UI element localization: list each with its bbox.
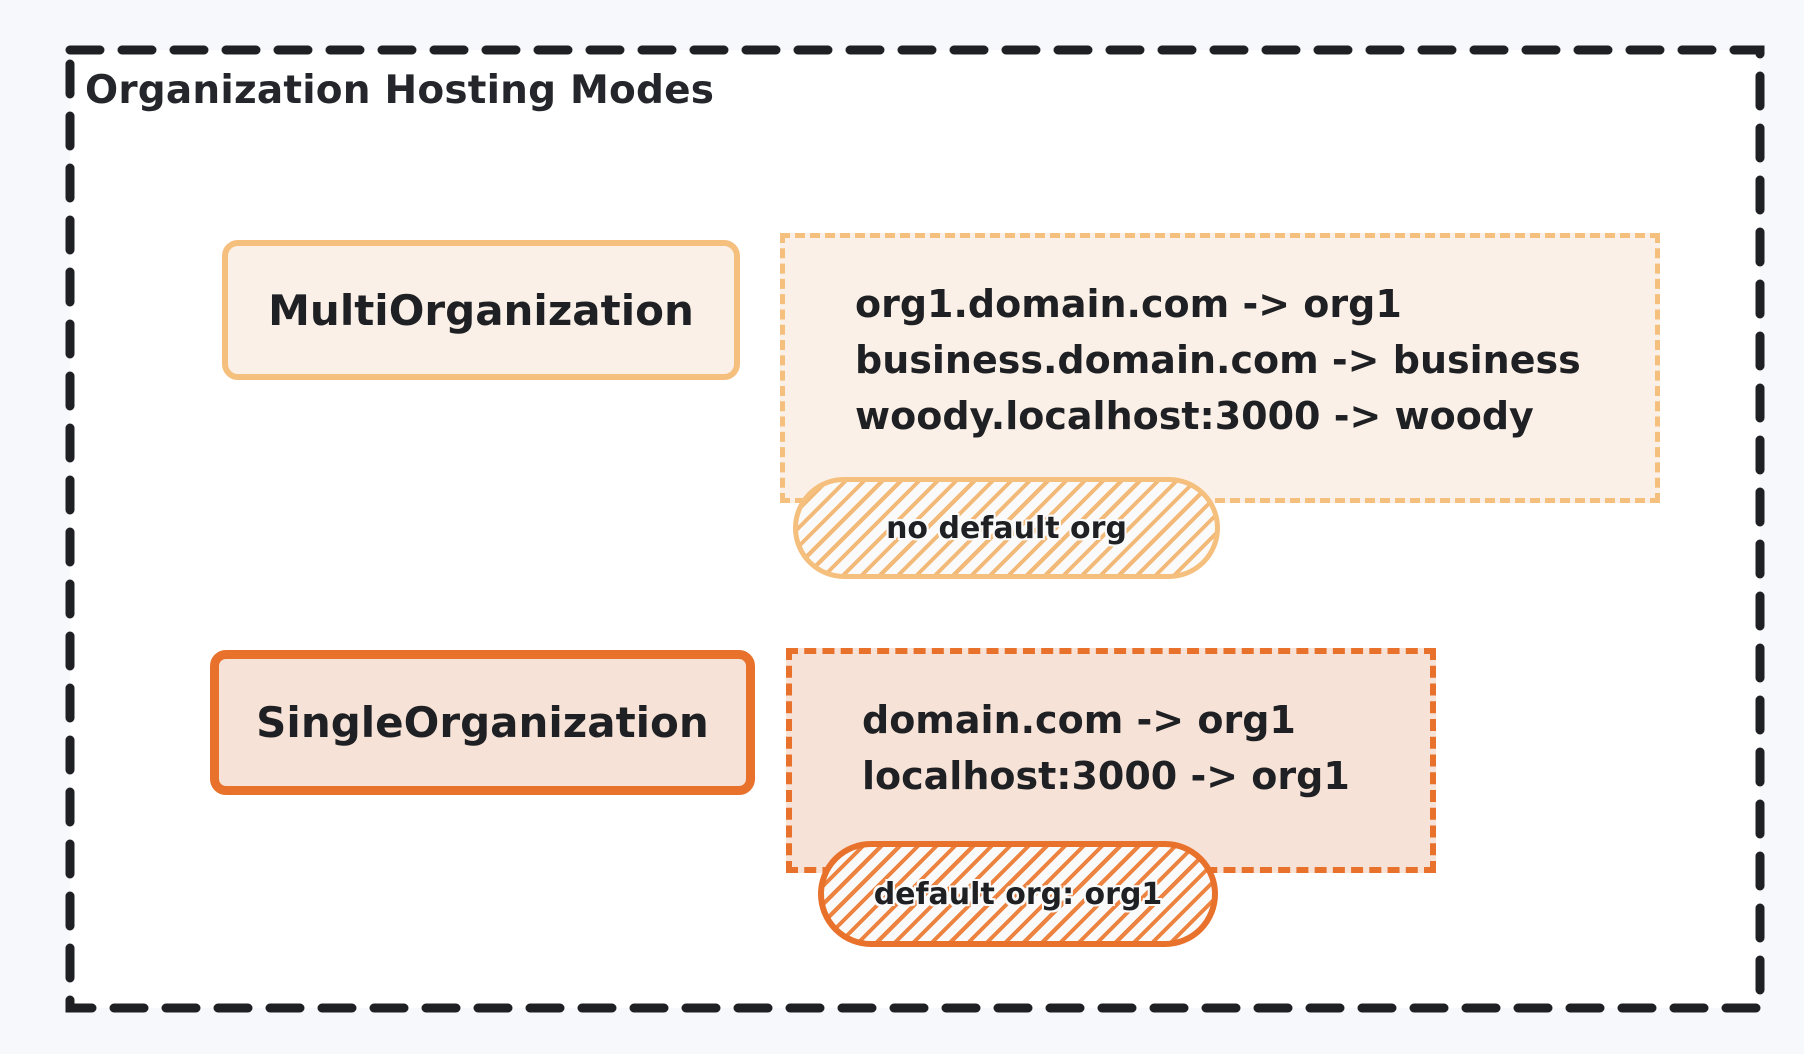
mode-box-single-organization[interactable]: SingleOrganization — [210, 650, 755, 795]
mapping-line: domain.com -> org1 — [862, 698, 1296, 742]
mapping-line: business.domain.com -> business — [855, 338, 1581, 383]
badge-no-default-org: no default org — [793, 477, 1220, 579]
mode-label-multi-organization: MultiOrganization — [268, 285, 694, 335]
mapping-panel-single-organization: domain.com -> org1 localhost:3000 -> org… — [786, 648, 1436, 873]
page-title: Organization Hosting Modes — [85, 68, 715, 113]
mode-label-single-organization: SingleOrganization — [256, 698, 709, 747]
mapping-line: org1.domain.com -> org1 — [855, 282, 1402, 326]
mapping-panel-multi-organization: org1.domain.com -> org1 business.domain.… — [780, 233, 1660, 503]
mode-box-multi-organization[interactable]: MultiOrganization — [222, 240, 740, 380]
mapping-line: woody.localhost:3000 -> woody — [855, 394, 1534, 439]
badge-label: default org: org1 — [873, 876, 1163, 912]
badge-label: no default org — [886, 510, 1127, 546]
mapping-line: localhost:3000 -> org1 — [862, 754, 1350, 799]
badge-default-org: default org: org1 — [818, 841, 1218, 947]
